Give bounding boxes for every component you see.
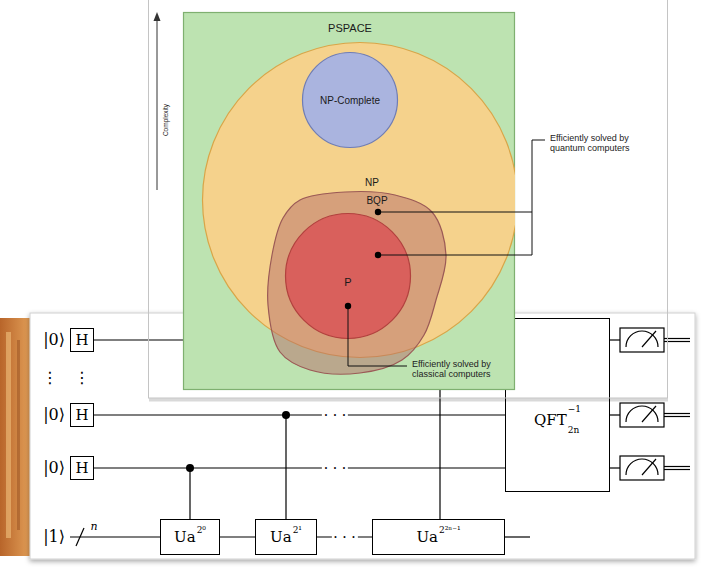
class-circle-fill [303,53,398,148]
class-blob: BQP P [264,186,450,378]
register-wire [70,536,160,537]
class-circle: NP NP-Complete [202,42,518,358]
hadamard-gate: H [70,456,94,480]
photo-highlight [6,332,11,538]
gate-label: H [75,461,88,476]
unitary-gate: Ua2⁰ [160,519,220,555]
axis-label: Complexity [162,104,169,136]
vertical-ellipsis: ⋮ [42,369,58,387]
class-name: PSPACE [328,22,372,34]
qubit-wire [610,339,620,340]
class-name: NP-Complete [320,95,380,106]
class-circle-outline [202,42,518,358]
hadamard-gate: H [70,328,94,352]
ket-label: |0⟩ [43,331,65,349]
ket-label: |0⟩ [43,459,65,477]
register-size: n [90,521,97,534]
class-name: BQP [366,195,387,206]
ket-label: |1⟩ [43,528,65,546]
axis-arrow [157,20,158,190]
class-circle: NP-Complete [302,52,398,148]
class-name: NP [365,177,379,188]
measurement-meter [620,403,690,427]
ket-label: |0⟩ [43,406,65,424]
class-circle: P [285,213,411,339]
wire-ellipsis: · · · [322,408,348,422]
qubit-wire [94,414,505,415]
qubit-wire [220,536,255,537]
gate-exponent: 2²ⁿ⁻¹ [439,526,461,535]
axis-arrowhead [154,12,161,21]
bundle-slash [76,528,84,546]
gate-label: H [75,333,88,348]
leader-dot [375,209,381,215]
class-blob-outline [264,186,450,378]
callout-note: Efficiently solved by classical computer… [412,359,512,380]
unitary-gate: Ua2¹ [255,519,317,555]
class-region-outline [183,12,515,390]
class-name: P [344,276,351,288]
gate-label: Ua [270,530,292,545]
measurement-meter [620,328,690,352]
gate-exponent: 2⁰ [197,526,206,535]
leader-dot [375,252,381,258]
measurement-meter [620,456,690,480]
control-dot [186,464,194,472]
callout-note: Efficiently solved by quantum computers [550,133,666,154]
gate-label: Ua [416,530,438,545]
control-dot [282,411,290,419]
gate-exponent: −1 [568,405,581,414]
register-wire [505,536,530,537]
photo-shade [17,340,20,530]
qft-gate: QFT−1 2n [505,318,610,492]
qubit-wire [610,414,620,415]
vertical-ellipsis: ⋮ [74,369,90,387]
unitary-gate: Ua2²ⁿ⁻¹ [372,519,505,555]
class-blob-fill [268,192,446,375]
qubit-wire [610,467,620,468]
frame-shadow [149,399,668,402]
gate-label: Ua [174,530,196,545]
figure-frame [149,0,668,398]
wire-ellipsis: · · · [322,461,348,475]
qubit-wire [94,467,505,468]
control-line [285,415,286,519]
leader-line [378,255,532,256]
hadamard-gate: H [70,403,94,427]
gate-exponent: 2¹ [293,526,302,535]
photo-strip [0,318,34,556]
gate-label: H [75,408,88,423]
class-region: PSPACE NP NP-CompleteBQP P [183,12,515,390]
class-circle-fill [286,214,411,339]
gate-label: QFT [534,413,567,428]
control-line [189,468,190,519]
leader-line [532,140,545,255]
gate-exponent: 2n [568,426,581,435]
leader-line [378,212,532,213]
leader-dot [345,303,351,309]
wire-ellipsis: · · · [331,530,357,544]
